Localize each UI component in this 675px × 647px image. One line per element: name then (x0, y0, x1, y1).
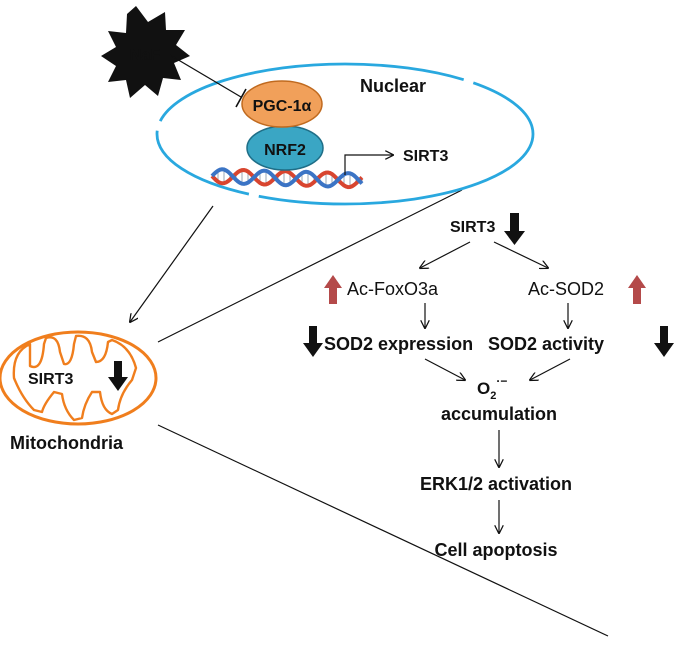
down-arrow-icon (108, 361, 128, 391)
sod2-activity-label: SOD2 activity (488, 334, 604, 354)
erk-activation-label: ERK1/2 activation (420, 474, 572, 494)
o2-base: O (477, 379, 490, 398)
arrow-expression-to-o2 (424, 358, 465, 380)
pgc1a-ellipse (241, 80, 323, 128)
inhibition-bar (235, 88, 247, 108)
naf-starburst (101, 6, 190, 98)
o2-subscript: 2 (490, 390, 496, 402)
down-arrow-icon (504, 213, 525, 245)
dna-helix-icon (210, 167, 364, 190)
superoxide-label: O2·− (477, 374, 507, 402)
nrf2-label: NRF2 (264, 142, 306, 159)
inhibition-line (169, 54, 242, 98)
ac-foxo3a-label: Ac-FoxO3a (347, 279, 439, 299)
sirt3-mito-label: SIRT3 (28, 371, 73, 388)
naf-label: NaF (130, 47, 160, 64)
callout-line-lower (157, 424, 609, 637)
arrow-activity-to-o2 (530, 358, 571, 380)
sod2-expression-label: SOD2 expression (324, 334, 473, 354)
arrow-sirt3-to-foxo3a (420, 241, 471, 268)
mitochondria-icon (0, 330, 158, 426)
mitochondria-label: Mitochondria (10, 433, 124, 453)
o2-superscript: ·− (496, 374, 507, 388)
sirt3-pathway-label: SIRT3 (450, 219, 495, 236)
transcription-arrow (344, 155, 393, 175)
accumulation-label: accumulation (441, 404, 557, 424)
up-arrow-icon (324, 275, 342, 304)
up-arrow-icon (628, 275, 646, 304)
callout-line-upper (157, 189, 463, 343)
nuclear-label: Nuclear (360, 76, 426, 96)
cell-apoptosis-label: Cell apoptosis (434, 540, 557, 560)
nucleus-to-mito-arrow (130, 205, 214, 322)
arrow-sirt3-to-sod2 (493, 241, 548, 268)
sirt3-target-label: SIRT3 (403, 148, 448, 165)
nucleus-ellipse (155, 62, 535, 206)
down-arrow-icon (303, 326, 323, 357)
pgc1a-label: PGC-1α (253, 98, 312, 115)
down-arrow-icon (654, 326, 674, 357)
ac-sod2-label: Ac-SOD2 (528, 279, 604, 299)
